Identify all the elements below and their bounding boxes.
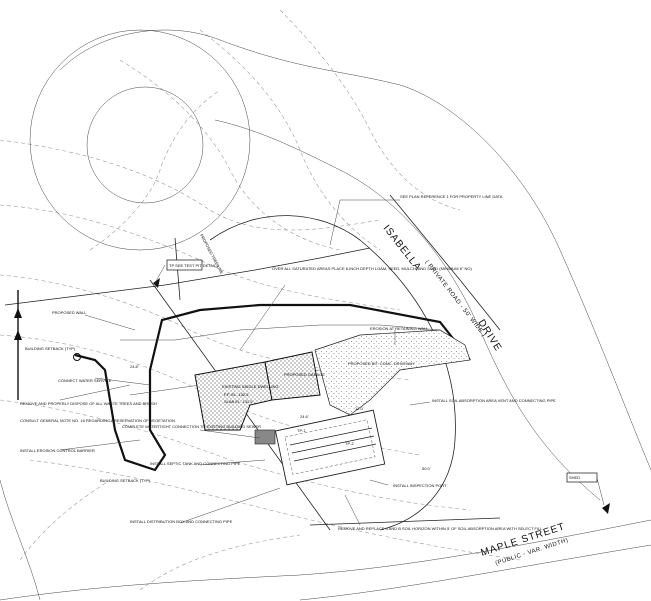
- water-service-marker: [73, 353, 81, 361]
- connect-water-label: CONNECT WATER SERVICE: [58, 378, 112, 383]
- install-inspection-label: INSTALL INSPECTION PORT: [393, 483, 447, 488]
- existing-dwelling-label: EXISTING SINGLE DWELLING: [222, 384, 278, 389]
- install-soil-label: INSTALL SOIL ABSORPTION AREA VENT AND CO…: [432, 398, 556, 403]
- soil-absorption-area: [274, 409, 386, 486]
- tree-line: [120, 324, 441, 341]
- lot-boundary-curve: [209, 215, 456, 531]
- road-name-labels: ISABELLA ( PRIVATE ROAD - 50' WIDE ) DRI…: [381, 223, 570, 567]
- shed-note-label: SHED: [569, 475, 580, 480]
- complete-water-label: COMPLETE WATERTIGHT CONNECTION TO EXISTI…: [122, 424, 261, 429]
- dimension-d4: 24.8': [130, 364, 139, 369]
- proposed-driveway: [314, 329, 471, 416]
- isabella-road-suffix: DRIVE: [475, 318, 503, 354]
- install-distribution-label: INSTALL DISTRIBUTION BOX AND CONNECTING …: [130, 519, 233, 524]
- install-septic-label: INSTALL SEPTIC TANK AND CONNECTING PIPE: [150, 461, 241, 466]
- fill-note: OVER ALL SATURATED AREAS PLACE 6-INCH DE…: [272, 266, 472, 271]
- ff-elevation-label: F.F. EL. 132.6: [224, 392, 249, 397]
- maple-street-roadway: [0, 479, 651, 601]
- garage-label: PROPOSED GARAGE: [284, 372, 325, 377]
- slab-elevation-label: SLAB EL. 131.5: [224, 399, 253, 404]
- test-pit-2-label: TP-2: [345, 441, 354, 446]
- building-setback-label: BUILDING SETBACK (TYP): [100, 478, 151, 483]
- remove-dispose-label: REMOVE AND PROPERLY DISPOSE OF ALL WASTE…: [20, 401, 157, 406]
- dimension-d2: 12.0': [355, 406, 364, 411]
- isabella-drive-roadway: [29, 29, 651, 501]
- proposed-garage: [264, 351, 321, 401]
- leader-lines: [59, 199, 431, 526]
- benchmark-markers: [153, 259, 610, 514]
- install-erosion-label: INSTALL EROSION CONTROL BARRIER: [20, 448, 95, 453]
- contour-lines: [0, 9, 521, 591]
- consult-note-label: CONSULT GENERAL NOTE NO. 16 REGARDING PR…: [20, 418, 175, 423]
- septic-tank: [254, 429, 276, 445]
- plan-reference-note: SEE PLAN REFERENCE 1 FOR PROPERTY LINE D…: [400, 194, 503, 199]
- erosion-line-label: EROSION AT RETAINING WALL: [370, 326, 429, 331]
- dimension-d1: 24.6': [300, 414, 309, 419]
- proposed-wall-label: PROPOSED WALL: [52, 310, 87, 315]
- building-setback-label-2: BUILDING SETBACK (TYP): [25, 346, 76, 351]
- remove-replace-label: REMOVE AND REPLACE 4 AND B SOIL HORIZON …: [338, 526, 543, 531]
- tp-note-label: TP SEE TEST PIT DETAILS: [169, 263, 219, 268]
- survey-ticks: [14, 290, 22, 400]
- proposed-tree-line-label: PROPOSED TREE LINE: [199, 233, 224, 275]
- test-pit-1-label: TP-1: [297, 428, 306, 433]
- retaining-wall: [74, 303, 471, 472]
- driveway-label: PROPOSED BIT. CONC. DRIVEWAY: [348, 361, 415, 366]
- dimension-d3: 50.0': [422, 466, 431, 471]
